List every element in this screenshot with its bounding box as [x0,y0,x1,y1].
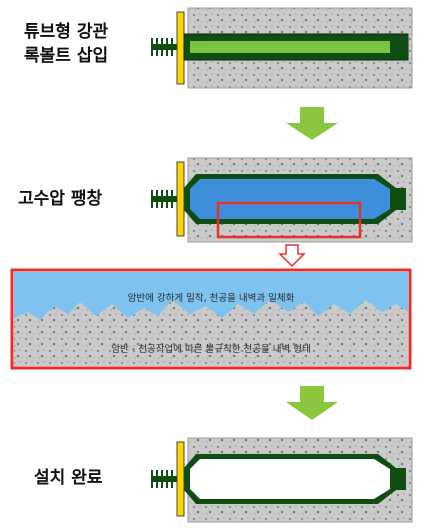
bolt-complete [151,441,406,517]
bolt-thread [151,38,177,56]
bolt-thread [151,470,177,488]
step-3-label-line-1: 설치 완료 [34,468,103,488]
step-1-label: 튜브형 강관 록볼트 삽입 [24,20,108,68]
bolt-expansion [151,161,406,239]
step-3-label: 설치 완료 [34,466,102,490]
bearing-plate [176,11,185,85]
step-2-label: 고수압 팽창 [18,187,102,211]
step-2-label-line-1: 고수압 팽창 [18,189,103,209]
bearing-plate [176,441,185,517]
detail-highlight-box [216,201,362,239]
step-1-label-line-1: 튜브형 강관 [24,22,109,42]
detail-bottom-text: 암반 - 천공작업에 따른 불규칙한 천공을 내벽 형태 [111,344,311,355]
detail-top-text: 암반에 강하게 밀착, 천공을 내벽과 일체화 [127,293,295,304]
rock-surface [14,300,408,366]
hollow-down-arrow-icon [278,244,306,268]
step-1-label-line-2: 록볼트 삽입 [24,46,109,66]
down-arrow-icon [286,107,338,140]
detail-view [10,268,412,370]
bolt-thread [151,190,177,208]
bolt-insertion [151,11,409,85]
down-arrow-icon [286,386,338,420]
bearing-plate [176,161,185,237]
